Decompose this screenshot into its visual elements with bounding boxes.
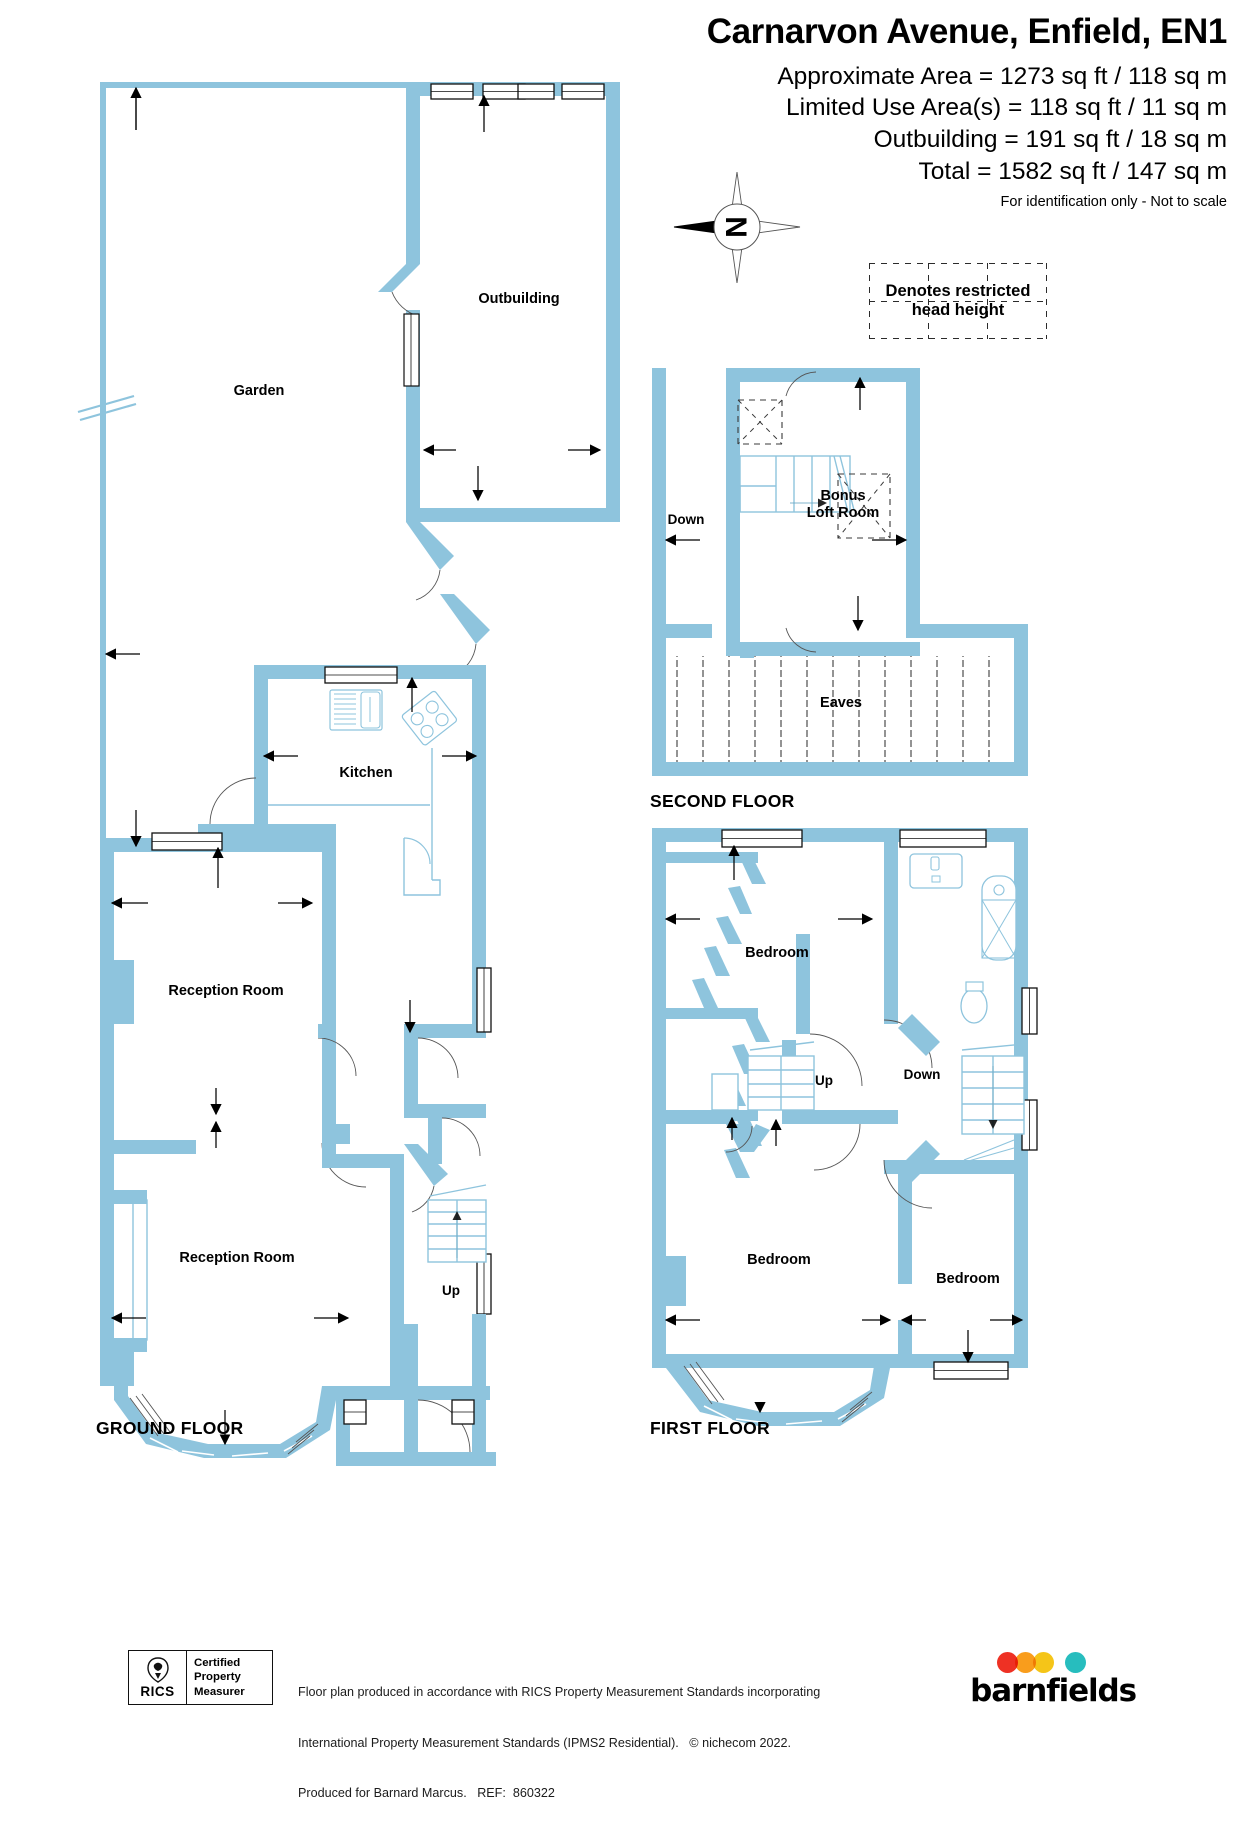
room-label-bonus-loft-room: Bonus Loft Room xyxy=(806,488,880,521)
header-block: Carnarvon Avenue, Enfield, EN1 Approxima… xyxy=(527,12,1228,211)
area-line-approximate: Approximate Area = 1273 sq ft / 118 sq m xyxy=(777,62,1227,90)
brand-dot-orange xyxy=(1015,1652,1036,1673)
brand-name: barnfields xyxy=(970,1673,1137,1709)
room-label-outbuilding: Outbuilding xyxy=(478,291,560,307)
rics-line-2: Property xyxy=(194,1671,241,1684)
compass-letter: N xyxy=(721,216,754,238)
rics-wordmark: RICS xyxy=(140,1683,175,1699)
rics-line-1: Certified xyxy=(194,1656,241,1669)
brand-dot-yellow xyxy=(1033,1652,1054,1673)
floor-plan-page: Carnarvon Avenue, Enfield, EN1 Approxima… xyxy=(77,12,1228,1800)
footer-note-line-1: Floor plan produced in accordance with R… xyxy=(298,1685,821,1700)
legend-line-2: head height xyxy=(911,301,1005,319)
floor-label-ground: GROUND FLOOR xyxy=(96,1418,244,1438)
page-title: Carnarvon Avenue, Enfield, EN1 xyxy=(706,12,1228,51)
room-label-kitchen: Kitchen xyxy=(339,765,393,781)
stair-label-up-ground: Up xyxy=(442,1283,460,1298)
stair-label-down-first: Down xyxy=(903,1067,941,1082)
room-label-bedroom-rear-left: Bedroom xyxy=(747,1252,811,1268)
room-label-bedroom-front: Bedroom xyxy=(745,945,809,961)
room-label-garden: Garden xyxy=(233,383,285,399)
footer-note-line-3: Produced for Barnard Marcus. REF: 860322 xyxy=(298,1785,555,1800)
footer-note-line-2: International Property Measurement Stand… xyxy=(298,1735,791,1750)
area-line-limited-use: Limited Use Area(s) = 118 sq ft / 11 sq … xyxy=(786,94,1227,122)
room-label-reception-room-front: Reception Room xyxy=(168,983,284,999)
barnfields-logo: barnfields xyxy=(946,1652,1137,1709)
rics-certified-badge: RICS Certified Property Measurer xyxy=(128,1650,273,1705)
area-line-outbuilding: Outbuilding = 191 sq ft / 18 sq m xyxy=(873,125,1227,153)
stair-label-up-first: Up xyxy=(815,1073,833,1088)
rics-crest-icon xyxy=(146,1656,169,1683)
brand-dot-cyan xyxy=(1065,1652,1086,1673)
floor-label-second: SECOND FLOOR xyxy=(650,791,795,811)
room-label-reception-room-rear: Reception Room xyxy=(179,1250,295,1266)
floor-label-first: FIRST FLOOR xyxy=(650,1418,770,1438)
restricted-head-height-legend: Denotes restricted head height xyxy=(869,263,1047,339)
brand-dots-icon xyxy=(946,1652,1136,1674)
room-label-bedroom-rear-right: Bedroom xyxy=(936,1271,1000,1287)
legend-line-1: Denotes restricted xyxy=(885,281,1031,300)
brand-dot-red xyxy=(997,1652,1018,1673)
floor-plan-drawing xyxy=(77,82,1038,1466)
stair-label-down-second: Down xyxy=(667,512,705,527)
legend-hatch-pattern xyxy=(869,263,1047,339)
north-arrow-icon: N xyxy=(672,170,802,285)
area-line-total: Total = 1582 sq ft / 147 sq m xyxy=(918,157,1227,185)
disclaimer-text: For identification only - Not to scale xyxy=(1000,194,1227,211)
rics-logo: RICS xyxy=(129,1651,187,1704)
rics-line-3: Measurer xyxy=(194,1685,245,1698)
room-label-eaves: Eaves xyxy=(820,695,862,711)
